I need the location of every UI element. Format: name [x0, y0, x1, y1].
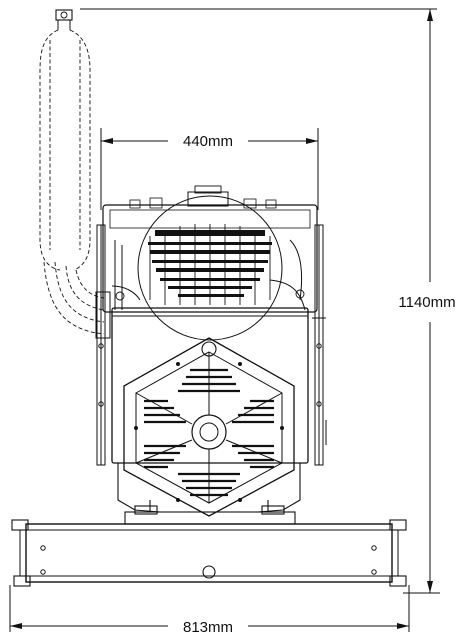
dimension-label-height: 1140mm [398, 294, 455, 311]
exhaust-pipe [39, 9, 111, 339]
dimension-top-width: 440mm [100, 128, 319, 210]
side-frame [96, 224, 327, 466]
dimension-base-width: 813mm [9, 585, 410, 636]
base-frame [11, 519, 407, 587]
engine-lower-housing [111, 307, 309, 517]
dimension-label-top-width: 440mm [183, 133, 233, 150]
engine-upper-block [102, 185, 318, 341]
dimension-label-base-width: 813mm [183, 619, 233, 636]
engine-feet [117, 463, 301, 525]
fan-guard-louvres [144, 368, 274, 497]
